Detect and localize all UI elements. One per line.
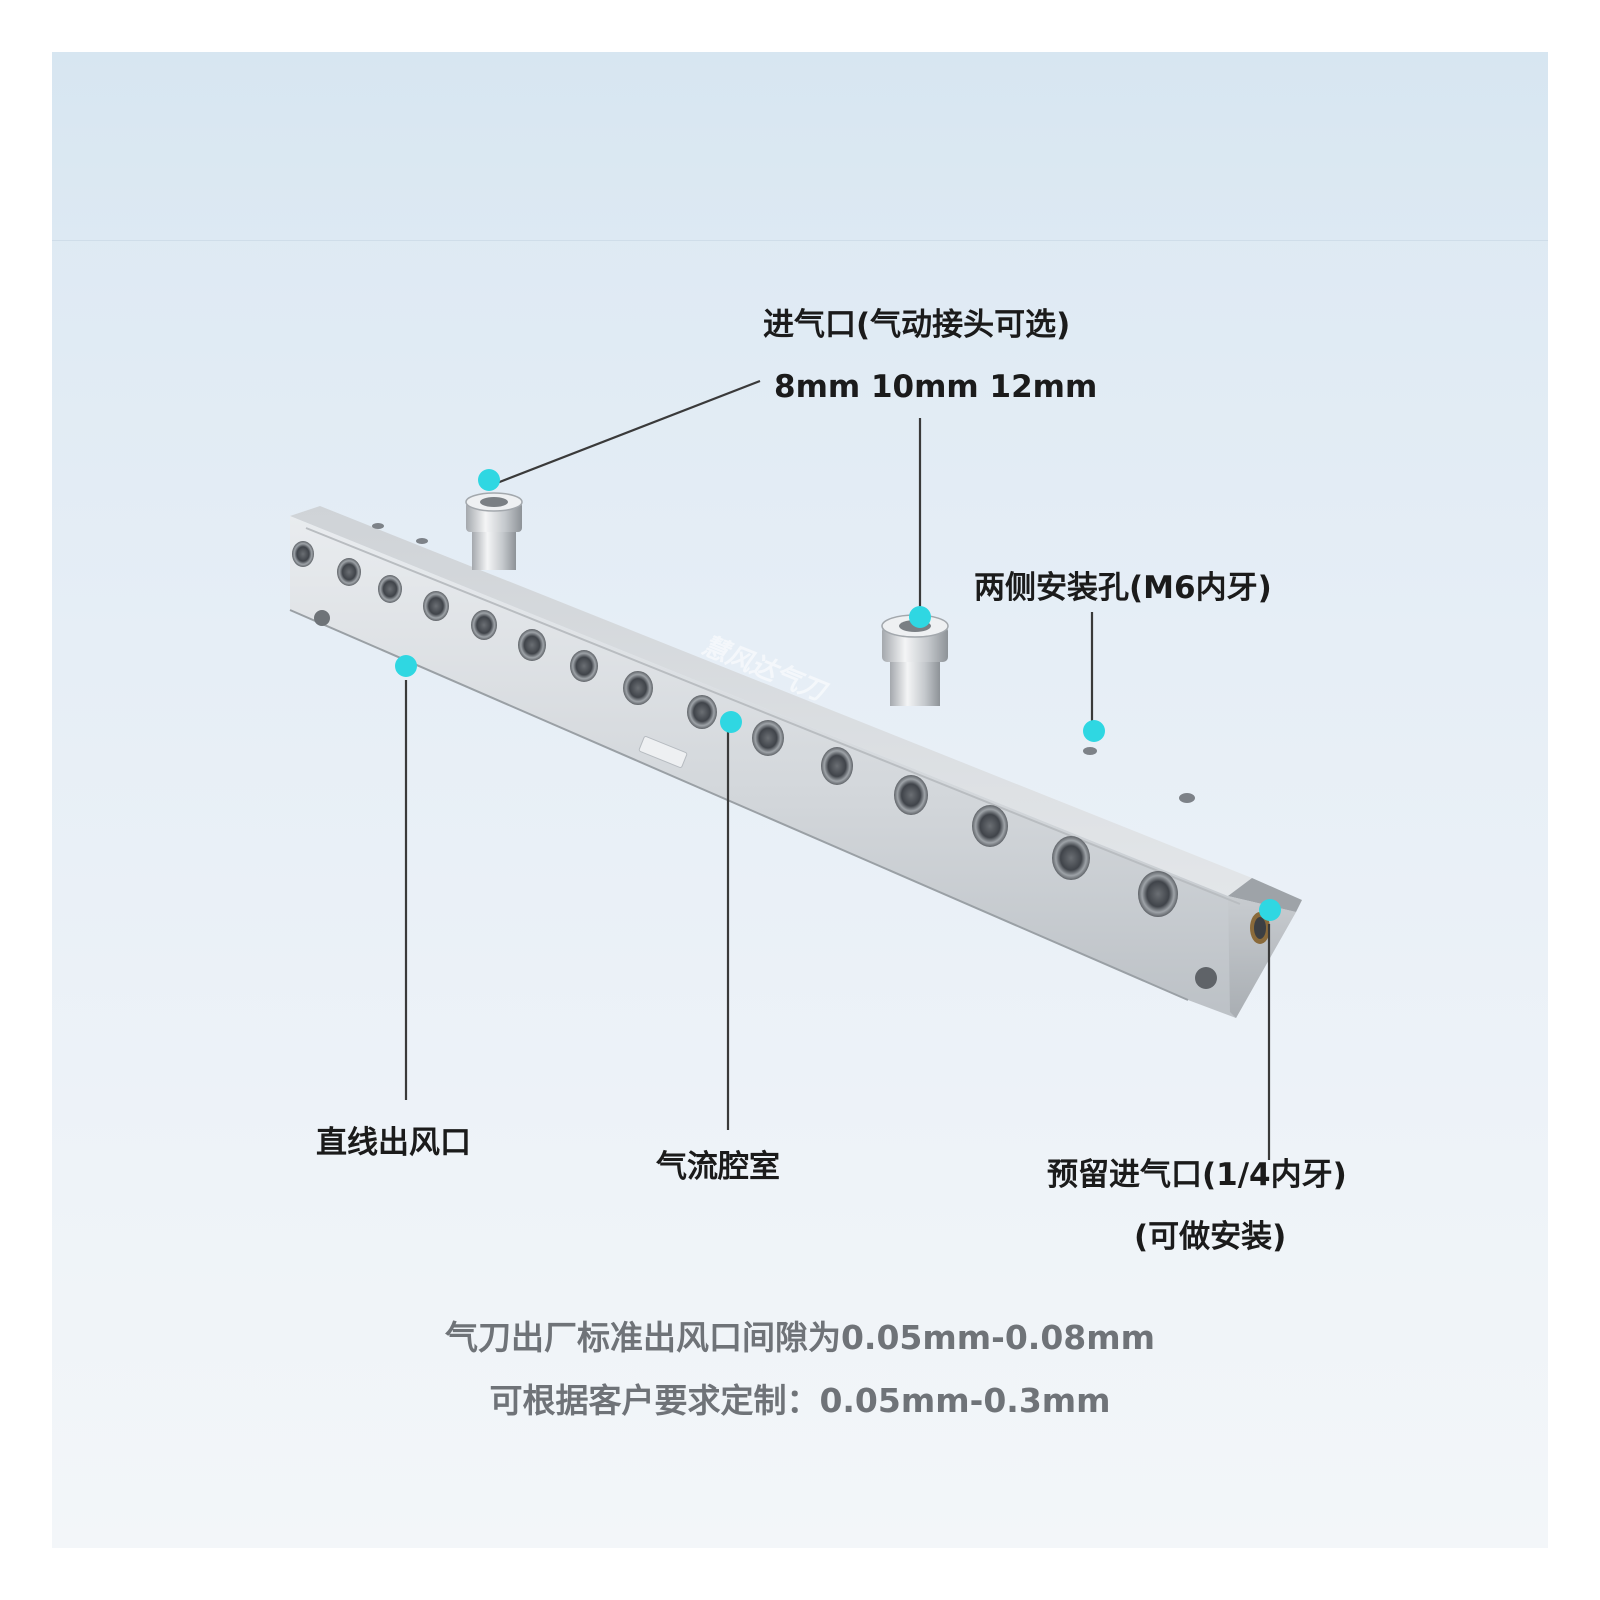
nozzle-hole [623, 671, 653, 705]
label-inlet-sizes: 8mm 10mm 12mm [774, 369, 1098, 405]
callout-dot [1083, 720, 1105, 742]
top-mount-hole [372, 523, 384, 529]
label-reserved-inlet: 预留进气口(1/4内牙) [1047, 1157, 1347, 1193]
fitting-bore [480, 497, 508, 507]
leader-inlet-left [496, 379, 761, 485]
fitting-hex-nut [890, 656, 940, 706]
top-mount-hole [1179, 793, 1195, 803]
nozzle-hole [821, 747, 853, 785]
nozzle-hole [518, 629, 546, 661]
nozzle-hole [752, 720, 784, 756]
knife-end-face [1228, 896, 1296, 1018]
reserved-inlet-bore [1254, 917, 1266, 939]
label-inlet-title: 进气口(气动接头可选) [763, 307, 1071, 343]
nozzle-hole [894, 775, 928, 815]
callout-dot [909, 606, 931, 628]
nozzle-hole [1138, 871, 1178, 917]
top-edge-line [305, 527, 1241, 905]
knife-end-top [1228, 878, 1302, 912]
top-background-band [52, 52, 1548, 241]
pneumatic-fitting-left [465, 492, 523, 570]
nozzle-hole [570, 650, 598, 682]
nozzle-hole [423, 591, 449, 621]
nozzle-hole [1052, 836, 1090, 880]
knife-top-face [290, 506, 1252, 896]
top-mount-hole [1083, 747, 1097, 755]
slot-outlet-line [289, 609, 1189, 1001]
callout-dots [395, 469, 1281, 921]
side-mount-hole [1195, 967, 1217, 989]
note-standard-gap: 气刀出厂标准出风口间隙为0.05mm-0.08mm [444, 1318, 1156, 1357]
label-reserved-inlet-note: (可做安装) [1134, 1219, 1287, 1255]
callout-dot [478, 469, 500, 491]
label-airflow-chamber: 气流腔室 [656, 1149, 780, 1185]
product-image-frame: 慧风达气刀 进气口(气动接头可选) 8mm 10mm 12mm 两侧安装孔(M6… [52, 52, 1548, 1548]
leader-lines [404, 379, 1271, 1160]
callout-dot [1259, 899, 1281, 921]
callout-dot [395, 655, 417, 677]
nozzle-hole [972, 805, 1008, 847]
model-label-plate [638, 736, 688, 768]
nozzle-holes [292, 541, 1178, 917]
label-slot-outlet: 直线出风口 [316, 1125, 471, 1161]
pneumatic-fitting-right [881, 614, 949, 706]
nozzle-hole [687, 695, 717, 729]
top-mount-hole [416, 538, 428, 544]
nozzle-hole [337, 558, 361, 586]
callout-dot [720, 711, 742, 733]
mounting-holes [314, 523, 1270, 989]
fitting-hex-nut [472, 528, 516, 570]
label-mount-holes: 两侧安装孔(M6内牙) [974, 570, 1272, 606]
nozzle-hole [378, 575, 402, 603]
air-knife-illustration: 慧风达气刀 [289, 379, 1302, 1160]
side-mount-hole [314, 610, 330, 626]
nozzle-hole [292, 541, 314, 567]
note-custom-gap: 可根据客户要求定制：0.05mm-0.3mm [489, 1381, 1111, 1420]
nozzle-hole [471, 610, 497, 640]
